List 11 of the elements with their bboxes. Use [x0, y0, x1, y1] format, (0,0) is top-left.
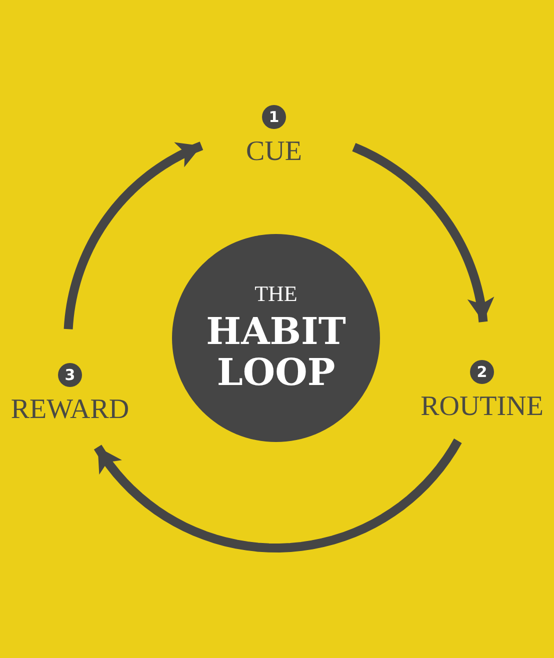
step-label: CUE	[246, 138, 302, 166]
step-number: 3	[58, 363, 82, 387]
title-text: HABIT LOOP	[205, 310, 347, 394]
curved-arrow	[94, 438, 462, 552]
curved-arrow	[64, 142, 204, 330]
title-text: THE	[254, 282, 298, 305]
step-label: ROUTINE	[420, 393, 544, 421]
step-label: REWARD	[10, 396, 130, 424]
step-number: 1	[262, 105, 286, 129]
curved-arrow	[352, 143, 494, 322]
step-number: 2	[470, 360, 494, 384]
